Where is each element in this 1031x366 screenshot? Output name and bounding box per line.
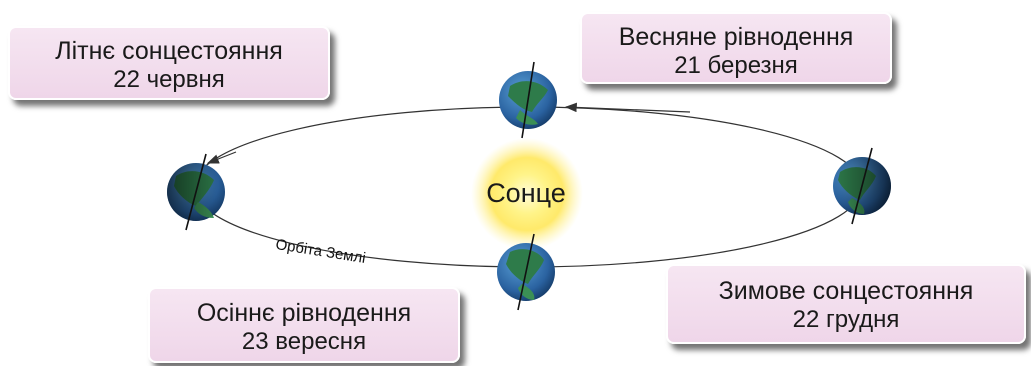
summer-solstice-box: Літнє сонцестояння 22 червня [8,26,330,100]
summer-solstice-date: 22 червня [113,66,225,93]
spring-equinox-date: 21 березня [674,52,798,79]
orbit-arrow-top [564,102,691,113]
autumn-equinox-date: 23 вересня [241,328,367,355]
earth-summer-icon [167,153,225,231]
winter-solstice-title: Зимове сонцестояння [718,277,974,305]
earth-autumn-icon [497,233,555,311]
orbit-arrow-left [206,151,237,164]
sun [471,138,583,250]
summer-solstice-title: Літнє сонцестояння [55,37,283,65]
autumn-equinox-box: Осіннє рівнодення 23 вересня [148,287,460,363]
winter-solstice-box: Зимове сонцестояння 22 грудня [666,264,1026,344]
winter-solstice-date: 22 грудня [792,306,900,333]
spring-equinox-title: Весняне рівнодення [618,23,854,51]
autumn-equinox-title: Осіннє рівнодення [196,299,412,327]
spring-equinox-box: Весняне рівнодення 21 березня [580,12,892,84]
sun-label: Сонце [486,178,566,208]
earth-spring-icon [499,61,557,139]
earth-winter-icon [833,147,891,225]
